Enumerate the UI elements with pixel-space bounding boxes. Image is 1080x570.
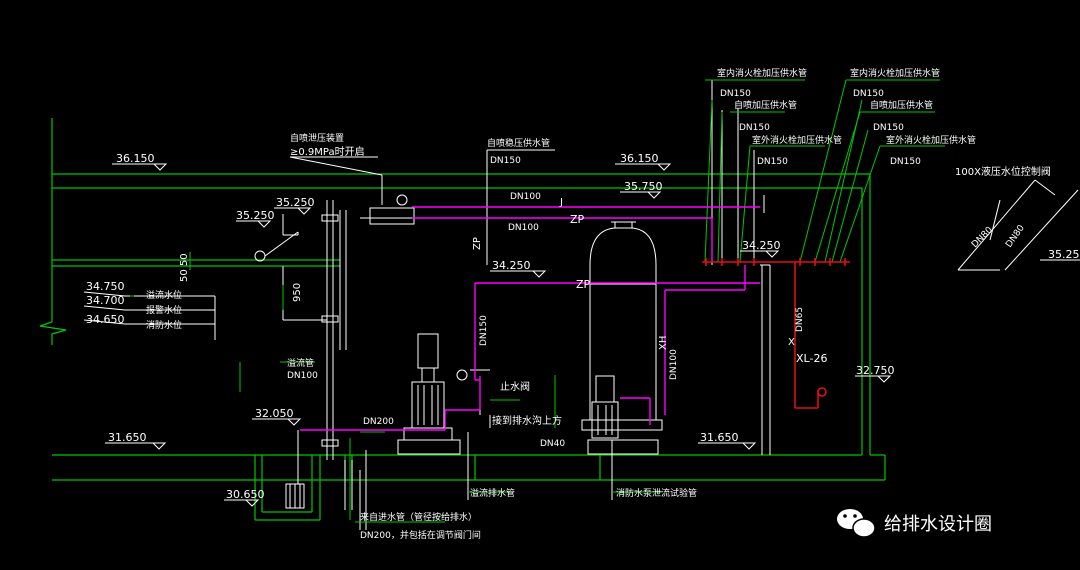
- level-34750: 34.750: [86, 280, 125, 293]
- x-label: X: [788, 337, 795, 348]
- sprinkler-note-1: 自喷泄压装置: [290, 132, 344, 144]
- dim-marks: [189, 252, 284, 310]
- drain-label: 接到排水沟上方: [492, 414, 562, 427]
- outlet-6: 室外消火栓加压供水管: [886, 134, 976, 146]
- outlet-3: 室外消火栓加压供水管: [752, 134, 842, 146]
- dn200-label: DN200: [363, 417, 394, 427]
- level-name-3: 消防水位: [146, 319, 182, 331]
- outlet-5: 自喷加压供水管: [870, 99, 933, 111]
- level-markers: [105, 163, 1080, 507]
- outlet-dn-4: DN150: [853, 89, 884, 99]
- level-32050: 32.050: [255, 407, 294, 420]
- outlet-2: 自喷加压供水管: [734, 99, 797, 111]
- level-30650: 30.650: [226, 488, 265, 501]
- zp-label-3: ZP: [472, 237, 483, 250]
- wechat-icon: [837, 509, 876, 538]
- dn100-riser: DN100: [669, 349, 679, 380]
- bottom-note-3: 溢流排水管: [470, 487, 515, 499]
- level-31650-right: 31.650: [700, 431, 739, 444]
- dn80-b: DN80: [1004, 223, 1027, 250]
- dn150-riser: DN150: [479, 315, 489, 346]
- watermark: 给排水设计圈: [837, 509, 992, 538]
- level-name-1: 溢流水位: [146, 289, 182, 301]
- zp-label-1: ZP: [570, 213, 585, 226]
- zp-pipes: [300, 206, 760, 431]
- level-35250-far: 35.250: [1048, 248, 1080, 261]
- dn40-label: DN40: [540, 439, 565, 449]
- dimension-labels: 50 50 950: [179, 253, 303, 302]
- level-34250-left: 34.250: [492, 259, 531, 272]
- level-35250-a: 35.250: [236, 209, 275, 222]
- dim-950: 950: [292, 283, 303, 302]
- outlet-dn-1: DN150: [720, 89, 751, 99]
- xl26-label: XL-26: [796, 352, 827, 365]
- outlet-dn-2: DN150: [739, 123, 770, 133]
- outlet-1: 室内消火栓加压供水管: [717, 67, 807, 79]
- pipe-labels: 自喷泄压装置 ≥0.9MPa时开启 自喷稳压供水管 DN150 DN100 DN…: [146, 132, 827, 449]
- outlet-leaders: [130, 79, 945, 523]
- tank-structure: [39, 118, 886, 521]
- dn100-a: DN100: [510, 192, 541, 202]
- dn100-b: DN100: [508, 223, 539, 233]
- level-name-2: 报警水位: [146, 304, 182, 316]
- sprinkler-note-2: ≥0.9MPa时开启: [290, 145, 365, 158]
- dim-5050: 50 50: [179, 253, 190, 282]
- red-header: [702, 258, 850, 409]
- level-35250-b: 35.250: [276, 196, 315, 209]
- bottom-note-4: 消防水泵泄流试验管: [616, 487, 697, 499]
- overflow-label: 溢流管: [287, 357, 314, 369]
- check-valve-label: 止水阀: [500, 380, 530, 393]
- white-pipework: [83, 80, 1079, 530]
- dn65-label: DN65: [795, 307, 805, 332]
- level-35750: 35.750: [624, 180, 663, 193]
- zp-label-2: ZP: [576, 278, 591, 291]
- level-36150-right: 36.150: [620, 152, 659, 165]
- level-34650: 34.650: [86, 313, 125, 326]
- outlet-dn-3: DN150: [757, 157, 788, 167]
- level-valve-labels: 100X液压水位控制阀 DN80 DN80: [955, 165, 1051, 250]
- outlet-dn-6: DN150: [890, 157, 921, 167]
- outlet-labels: 室内消火栓加压供水管 DN150 自喷加压供水管 DN150 室外消火栓加压供水…: [717, 67, 976, 167]
- level-valve-label: 100X液压水位控制阀: [955, 165, 1051, 178]
- level-31650-left: 31.650: [108, 431, 147, 444]
- outlet-4: 室内消火栓加压供水管: [850, 67, 940, 79]
- level-36150-left: 36.150: [116, 152, 155, 165]
- level-34700: 34.700: [86, 294, 125, 307]
- pipe-note-top: 自喷稳压供水管: [487, 137, 550, 149]
- dn80-a: DN80: [970, 225, 995, 250]
- j-label: J: [559, 197, 563, 208]
- elevation-labels: 36.150 36.150 35.750 35.250 35.250 34.75…: [86, 152, 1080, 501]
- outlet-dn-5: DN150: [873, 123, 904, 133]
- bottom-note-1: 来自进水管（管径按给排水）: [360, 511, 477, 523]
- watermark-text: 给排水设计圈: [884, 514, 992, 535]
- bottom-note-2: DN200，并包括在调节阀门间: [360, 529, 481, 541]
- dn100-left: DN100: [287, 371, 318, 381]
- level-32750: 32.750: [856, 364, 895, 377]
- xh-label: XH: [658, 336, 669, 350]
- level-34250-right: 34.250: [742, 239, 781, 252]
- bottom-notes: 来自进水管（管径按给排水） DN200，并包括在调节阀门间 溢流排水管 消防水泵…: [360, 487, 697, 541]
- dn150-top: DN150: [490, 156, 521, 166]
